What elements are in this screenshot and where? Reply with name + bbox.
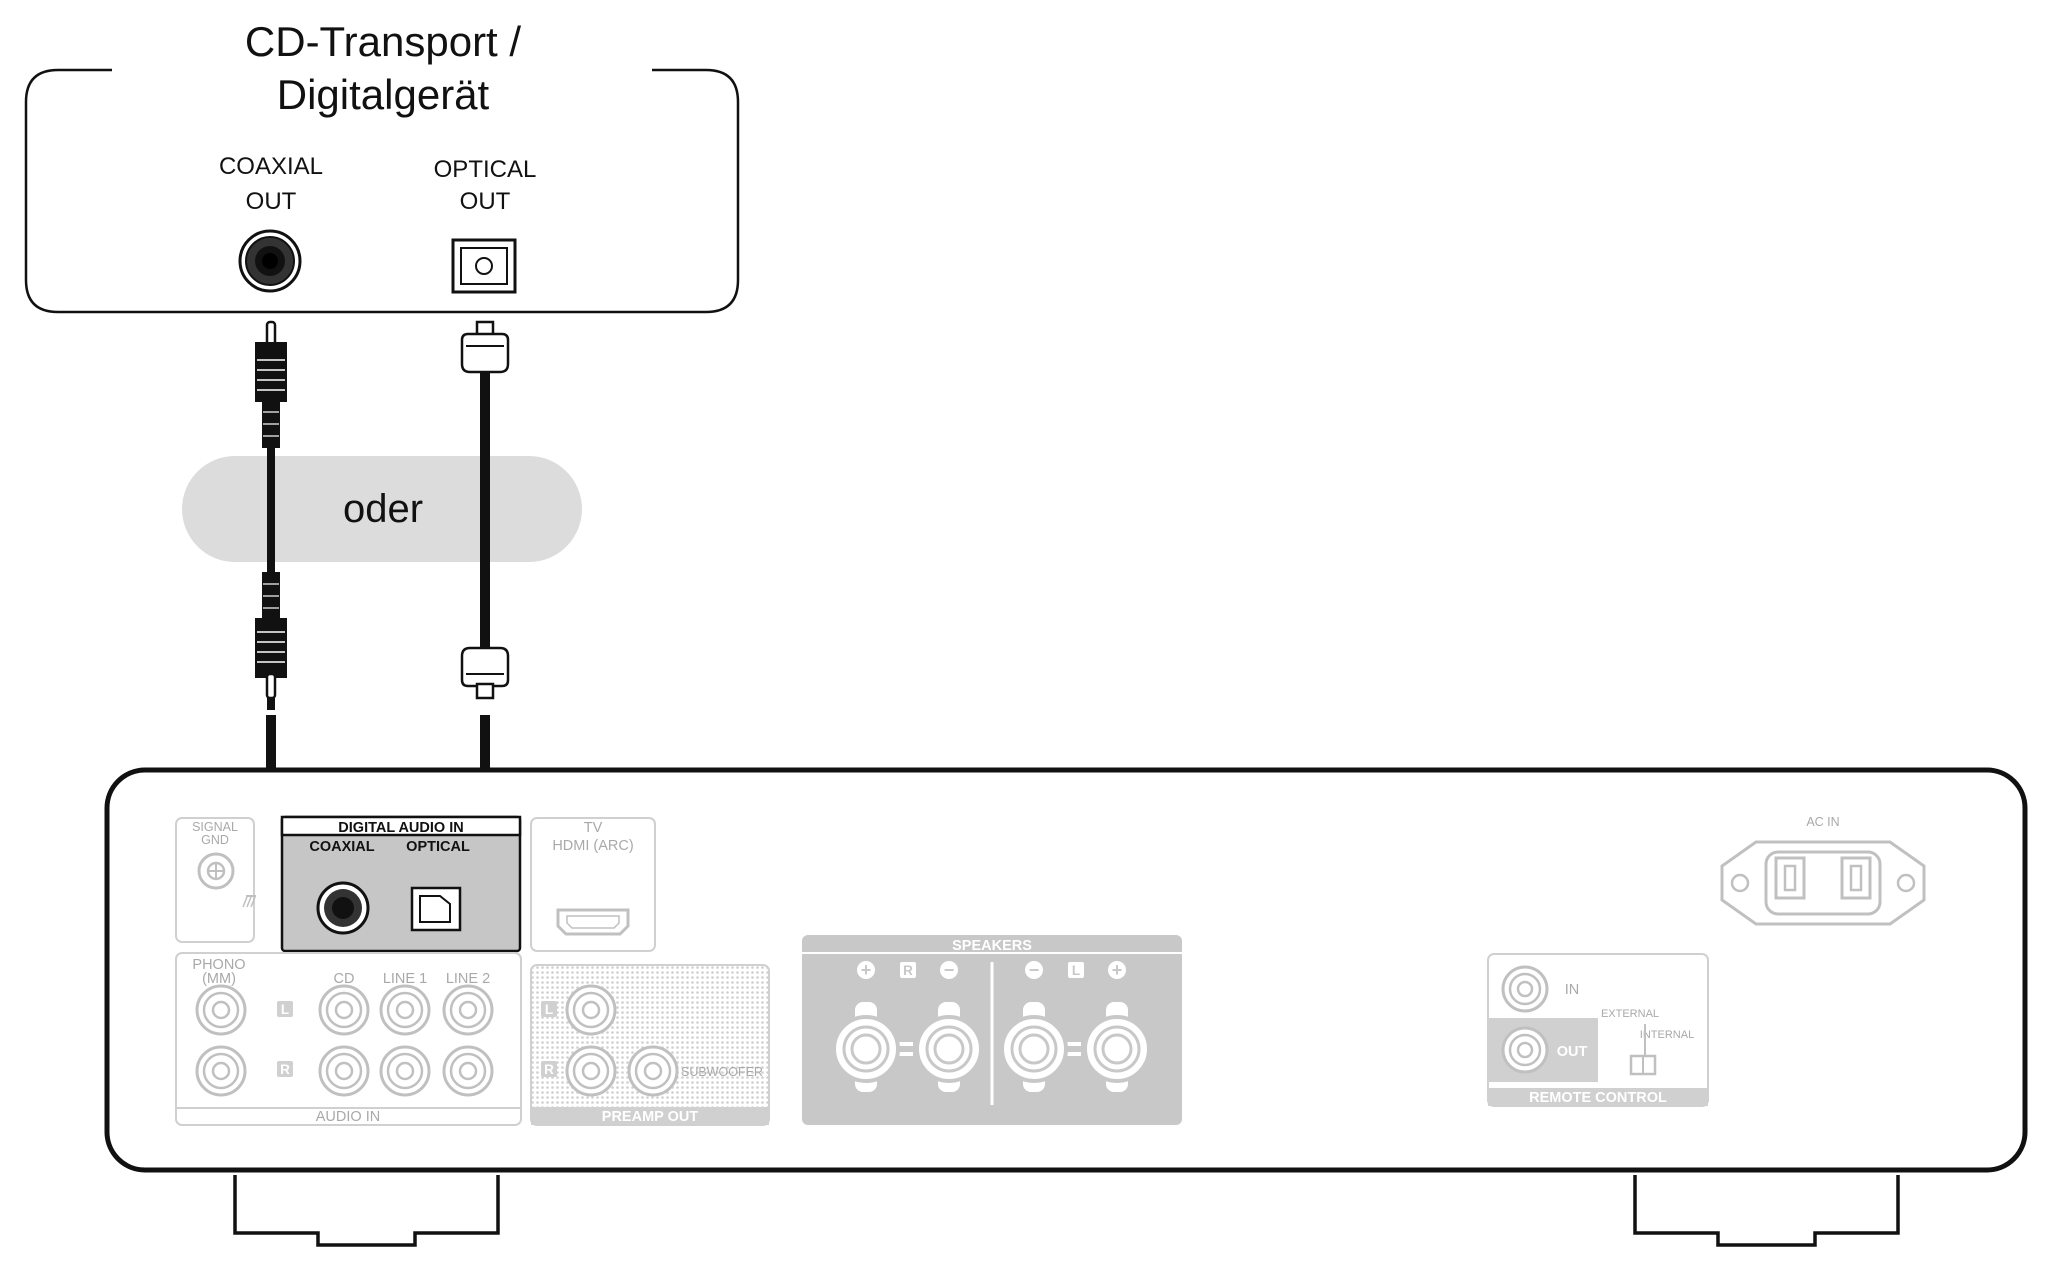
remote-control-panel: REMOTE CONTROL IN OUT EXTERNAL INTERNAL <box>1487 953 1709 1107</box>
audio-in-label: AUDIO IN <box>316 1109 380 1125</box>
ground-terminal-icon <box>197 852 256 908</box>
speakers-panel: SPEAKERS + R − − L + <box>802 935 1182 1125</box>
source-title-line1: CD-Transport / <box>245 18 521 65</box>
digital-coaxial-jack-icon <box>316 881 370 935</box>
optical-out-jack-icon <box>451 238 517 294</box>
digital-audio-in-panel: DIGITAL AUDIO IN COAXIAL OPTICAL <box>280 815 522 953</box>
optical-out-label-1: OPTICAL <box>434 156 537 183</box>
internal-label: INTERNAL <box>1640 1029 1694 1041</box>
left-foot <box>233 1175 500 1247</box>
speaker-l-plus-label: + <box>1112 960 1123 980</box>
coaxial-out-label-2: OUT <box>246 188 297 215</box>
cd-label: CD <box>334 971 355 987</box>
right-foot <box>1633 1175 1900 1247</box>
speaker-terminals <box>832 1002 1151 1092</box>
hdmi-arc-label: HDMI (ARC) <box>552 838 633 854</box>
line2-label: LINE 2 <box>446 971 490 987</box>
ac-in-label: AC IN <box>1806 815 1839 829</box>
tv-label: TV <box>584 820 603 836</box>
preamp-left-label: L <box>545 1002 553 1017</box>
amplifier-rear-panel: SIGNAL GND DIGITAL AUDIO IN COAXIAL OPTI… <box>104 767 2028 1247</box>
digital-optical-label: OPTICAL <box>406 839 470 855</box>
signal-gnd-label-1: SIGNAL <box>192 820 238 834</box>
or-label: oder <box>343 487 423 531</box>
speaker-r-label: R <box>903 963 913 978</box>
speaker-r-minus-label: − <box>944 960 955 980</box>
preamp-out-jacks <box>565 984 679 1097</box>
audio-in-right-label: R <box>280 1062 290 1077</box>
ac-inlet: AC IN <box>1720 815 1926 926</box>
external-label: EXTERNAL <box>1601 1008 1659 1020</box>
audio-in-left-label: L <box>281 1002 289 1017</box>
speakers-label: SPEAKERS <box>952 938 1032 954</box>
speaker-r-plus-label: + <box>861 960 872 980</box>
phono-label-2: (MM) <box>202 971 236 987</box>
coaxial-out-label-1: COAXIAL <box>219 153 323 180</box>
speaker-l-minus-label: − <box>1029 960 1040 980</box>
signal-gnd-label-2: GND <box>201 833 229 847</box>
hdmi-port-icon <box>556 908 630 936</box>
remote-out-label: OUT <box>1557 1044 1588 1060</box>
source-device: CD-Transport / Digitalgerät COAXIAL OUT … <box>24 18 740 314</box>
audio-in-panel: PHONO (MM) CD LINE 1 LINE 2 L R AUDIO IN <box>175 952 522 1126</box>
source-title-line2: Digitalgerät <box>277 71 490 118</box>
remote-jacks <box>1501 965 1549 1074</box>
line1-label: LINE 1 <box>383 971 427 987</box>
remote-in-label: IN <box>1565 982 1580 998</box>
optical-out-label-2: OUT <box>460 188 511 215</box>
audio-in-jacks <box>195 984 494 1097</box>
digital-audio-in-label: DIGITAL AUDIO IN <box>338 820 463 836</box>
coaxial-out-jack-icon <box>238 229 302 293</box>
preamp-out-panel: PREAMP OUT L R SUBWOOFER <box>530 964 770 1126</box>
remote-control-label: REMOTE CONTROL <box>1529 1090 1667 1106</box>
digital-coaxial-label: COAXIAL <box>309 839 374 855</box>
phono-label-1: PHONO <box>192 957 245 973</box>
subwoofer-label: SUBWOOFER <box>681 1065 763 1079</box>
hdmi-arc-panel: TV HDMI (ARC) <box>530 817 656 952</box>
preamp-right-label: R <box>544 1062 554 1077</box>
preamp-out-label: PREAMP OUT <box>602 1109 699 1125</box>
remote-mode-switch-icon <box>1629 1024 1657 1076</box>
digital-optical-jack-icon <box>410 886 462 932</box>
speaker-l-label: L <box>1072 963 1080 978</box>
